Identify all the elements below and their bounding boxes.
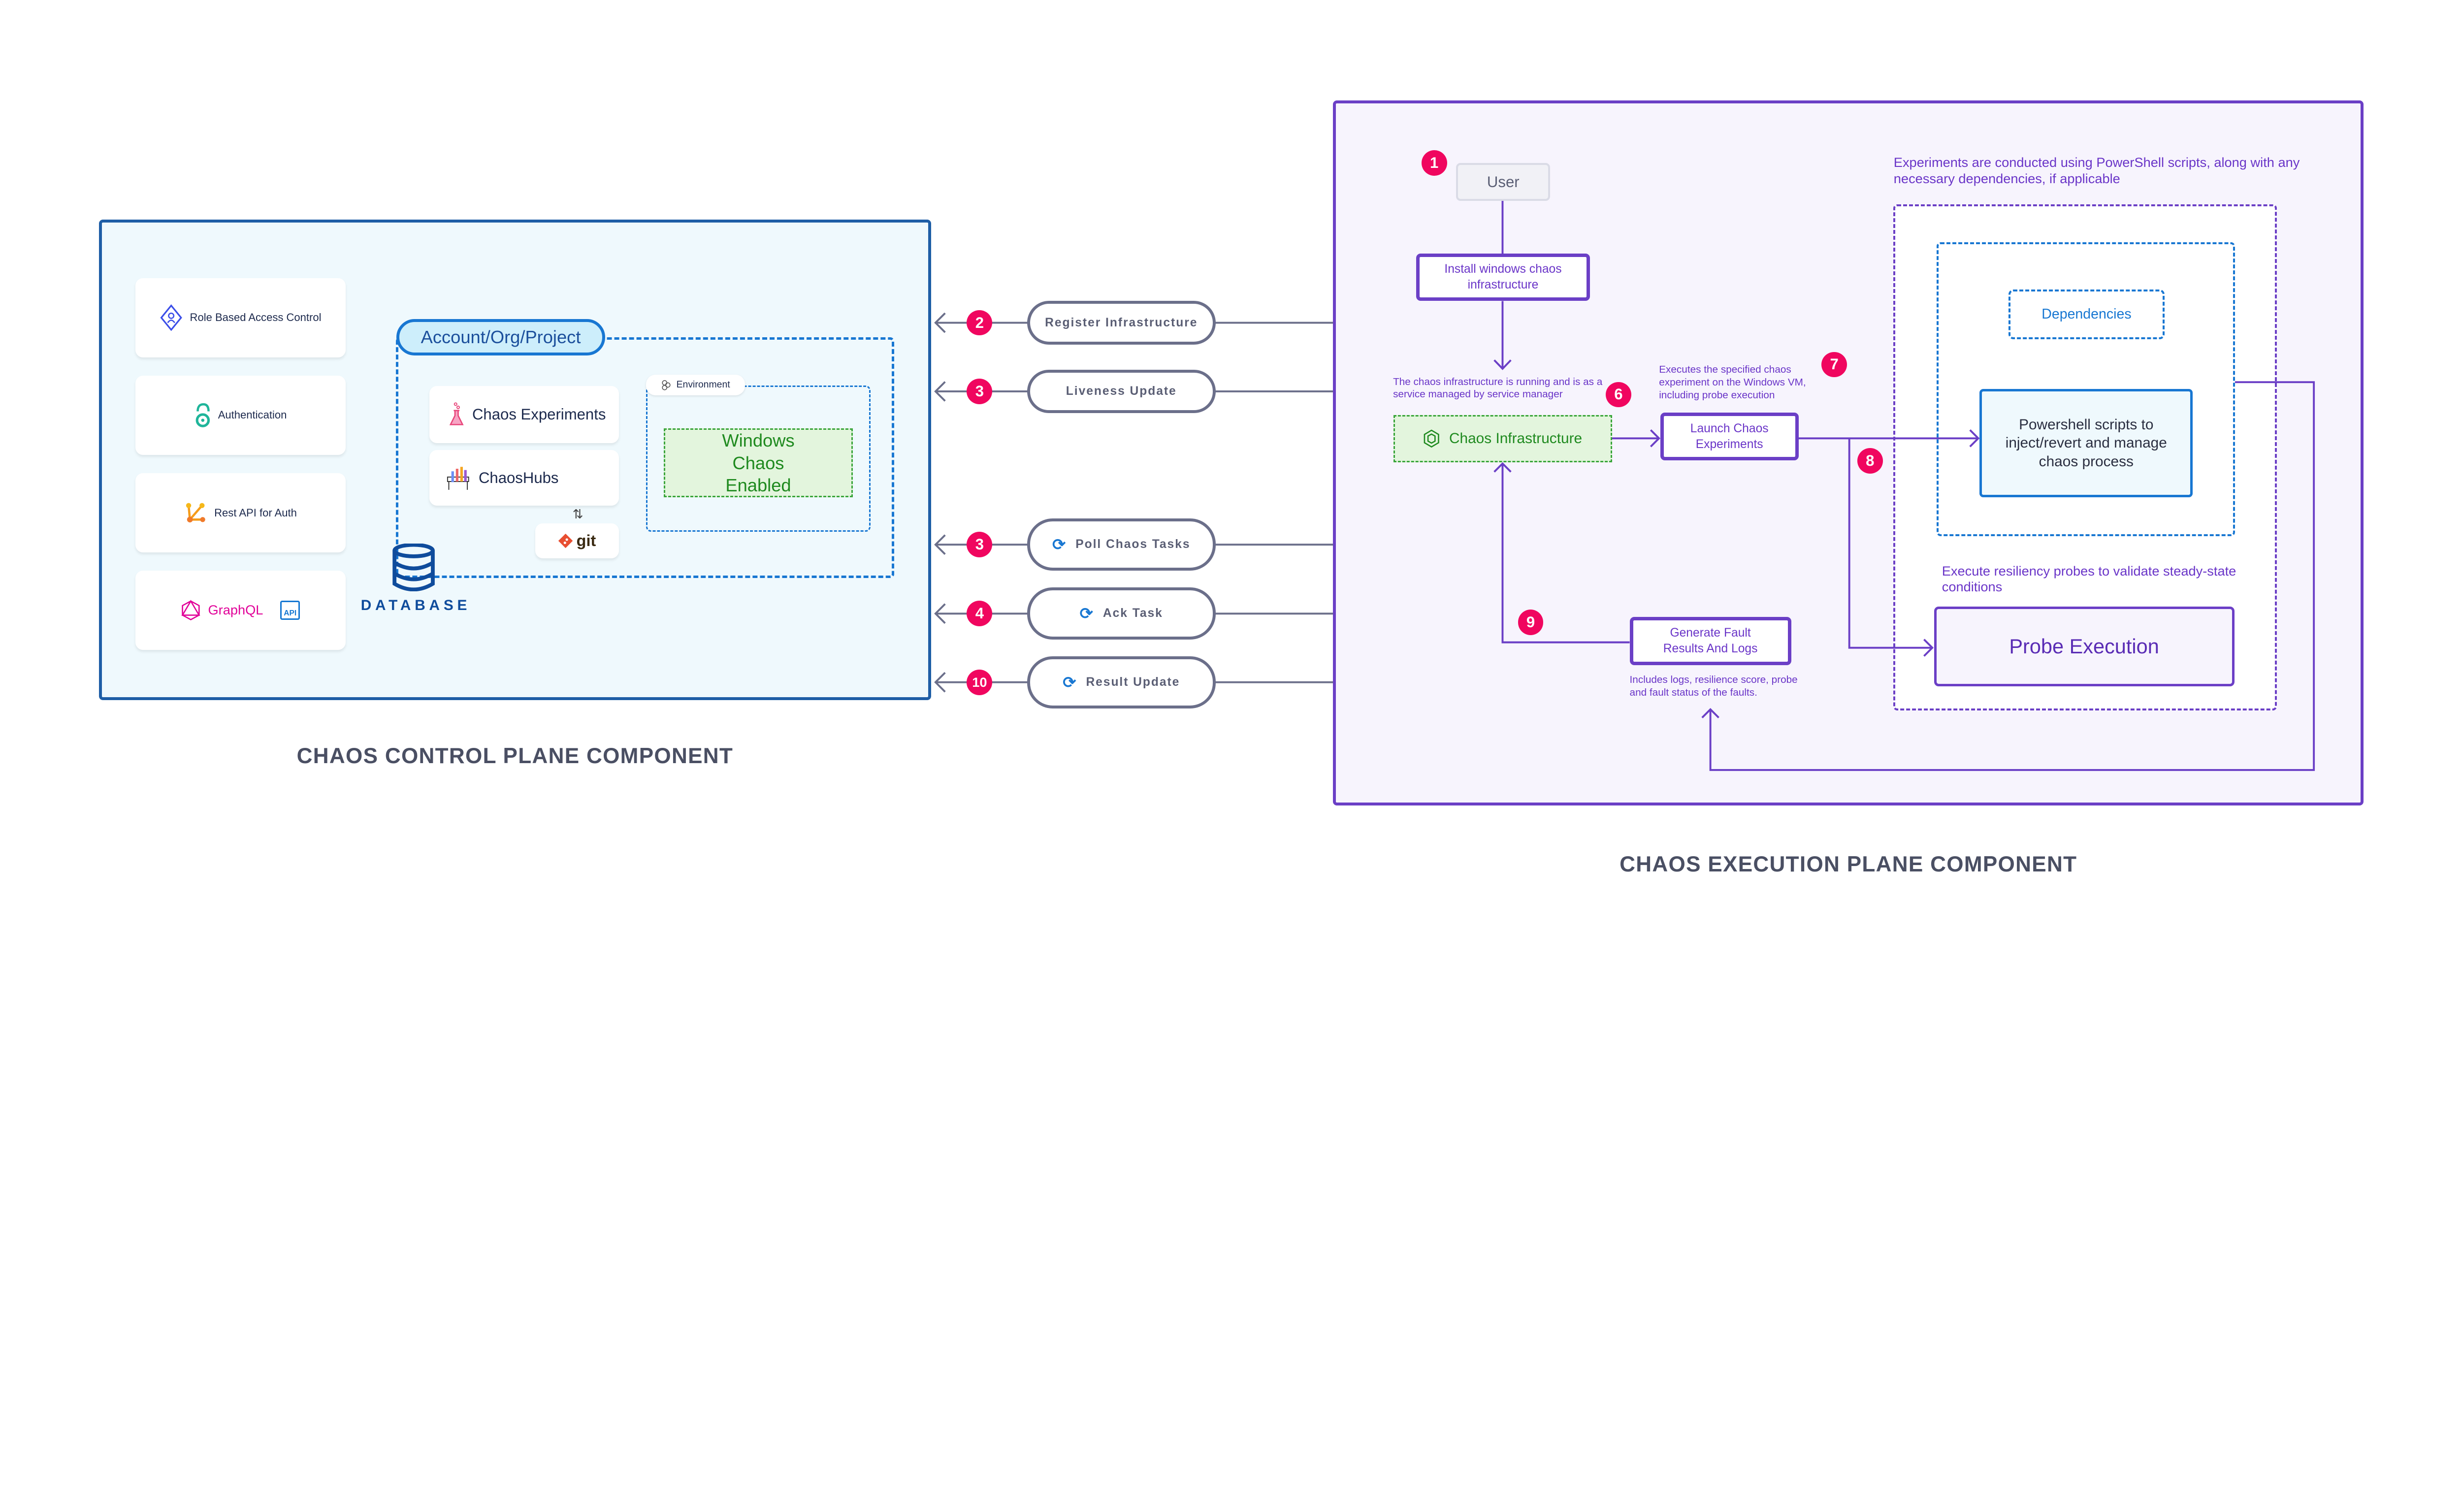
install-infrastructure-box: Install windows chaos infrastructure	[1416, 254, 1590, 301]
message-label: Ack Task	[1102, 607, 1163, 620]
dependencies-box: Dependencies	[2008, 290, 2165, 339]
ack-task-pill: ⟳ Ack Task	[1027, 587, 1216, 640]
powershell-scripts-box: Powershell scripts to inject/revert and …	[1979, 388, 2193, 498]
chaos-experiments-card: Chaos Experiments	[429, 386, 619, 443]
windows-chaos-enabled-box: Windows Chaos Enabled	[664, 428, 853, 498]
chaoshub-rack-icon	[447, 467, 469, 490]
sync-arrows-icon: ⇅	[572, 508, 583, 522]
register-infrastructure-pill: Register Infrastructure	[1027, 301, 1216, 345]
database-label: DATABASE	[360, 597, 471, 613]
probe-note: Execute resiliency probes to validate st…	[1942, 563, 2236, 595]
user-box: User	[1456, 163, 1551, 201]
result-update-pill: ⟳ Result Update	[1027, 656, 1216, 708]
step-badge: 3	[967, 532, 993, 558]
sync-icon: ⟳	[1052, 536, 1067, 554]
rest-api-icon	[186, 503, 206, 523]
step-badge: 10	[967, 669, 993, 695]
authentication-card: Authentication	[135, 375, 346, 455]
api-doc-icon: API	[280, 600, 300, 620]
step-badge: 6	[1605, 382, 1631, 408]
powershell-note: Experiments are conducted using PowerShe…	[1893, 154, 2300, 186]
step-badge: 8	[1857, 448, 1883, 474]
account-scope-box	[396, 337, 894, 579]
message-label: Result Update	[1086, 675, 1180, 689]
rest-api-card: Rest API for Auth	[135, 473, 346, 553]
generate-results-box: Generate Fault Results And Logs	[1629, 617, 1791, 666]
chaos-infrastructure-label: Chaos Infrastructure	[1449, 430, 1583, 447]
openid-icon	[195, 403, 210, 427]
execution-plane-title: CHAOS EXECUTION PLANE COMPONENT	[1620, 852, 2077, 877]
launch-note: Executes the specified chaos experiment …	[1659, 363, 1806, 401]
message-label: Register Infrastructure	[1045, 316, 1198, 329]
rbac-icon	[160, 304, 182, 331]
step-badge: 4	[967, 601, 993, 627]
rest-api-label: Rest API for Auth	[214, 506, 297, 519]
sync-icon: ⟳	[1063, 673, 1077, 691]
git-card: git	[535, 523, 619, 559]
control-plane-title: CHAOS CONTROL PLANE COMPONENT	[296, 743, 734, 768]
chaoshubs-card: ChaosHubs	[429, 450, 619, 506]
poll-chaos-tasks-pill: ⟳ Poll Chaos Tasks	[1027, 518, 1216, 571]
rbac-card: Role Based Access Control	[135, 278, 346, 357]
flask-icon	[449, 402, 464, 425]
liveness-update-pill: Liveness Update	[1027, 369, 1216, 414]
message-label: Liveness Update	[1066, 384, 1177, 398]
infra-note: The chaos infrastructure is running and …	[1393, 376, 1603, 400]
step-badge: 3	[967, 379, 993, 404]
environment-label: Environment	[676, 379, 730, 390]
database-icon	[392, 543, 435, 591]
environment-box	[646, 385, 871, 532]
chaos-infrastructure-box: Chaos Infrastructure	[1393, 415, 1612, 462]
message-label: Poll Chaos Tasks	[1075, 538, 1191, 551]
chaos-experiments-label: Chaos Experiments	[472, 405, 606, 423]
launch-chaos-experiments-box: Launch Chaos Experiments	[1660, 413, 1799, 461]
graphql-card: GraphQL API	[135, 570, 346, 650]
hexagon-icon	[1424, 429, 1439, 448]
sync-icon: ⟳	[1079, 605, 1094, 623]
chaoshubs-label: ChaosHubs	[478, 469, 559, 486]
account-org-project-pill: Account/Org/Project	[396, 319, 605, 356]
graphql-label: GraphQL	[208, 602, 263, 618]
step-badge: 1	[1421, 150, 1447, 176]
graphql-icon	[181, 600, 200, 620]
environment-label-pill: Environment	[646, 375, 745, 395]
step-badge: 2	[967, 310, 993, 336]
probe-execution-box: Probe Execution	[1934, 607, 2235, 687]
api-label: API	[284, 609, 297, 617]
git-icon	[558, 533, 573, 548]
authentication-label: Authentication	[218, 409, 287, 421]
step-badge: 9	[1518, 609, 1544, 635]
rbac-label: Role Based Access Control	[190, 311, 322, 324]
architecture-diagram: Role Based Access Control Authentication…	[0, 0, 2462, 980]
environment-icon	[662, 380, 671, 390]
generate-note: Includes logs, resilience score, probe a…	[1629, 674, 1798, 699]
git-label: git	[576, 531, 596, 549]
step-badge: 7	[1821, 352, 1847, 378]
scripts-box	[1936, 242, 2235, 536]
